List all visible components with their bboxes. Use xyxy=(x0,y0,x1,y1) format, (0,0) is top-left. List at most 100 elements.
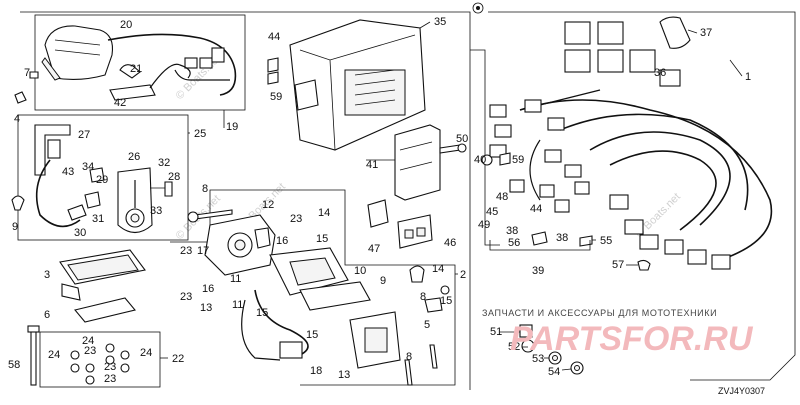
callout-33: 33 xyxy=(150,205,162,217)
callout-34: 34 xyxy=(82,161,94,173)
callout-8: 8 xyxy=(406,351,412,363)
callout-16: 16 xyxy=(276,235,288,247)
callout-43: 43 xyxy=(62,166,74,178)
callout-14: 14 xyxy=(318,207,330,219)
group-2 xyxy=(170,189,456,386)
callout-23: 23 xyxy=(104,361,116,373)
callout-23: 23 xyxy=(104,373,116,385)
callout-59: 59 xyxy=(270,91,282,103)
callout-55: 55 xyxy=(600,235,612,247)
callout-54: 54 xyxy=(548,366,560,378)
callout-59: 59 xyxy=(512,154,524,166)
callout-57: 57 xyxy=(612,259,624,271)
group-19 xyxy=(34,14,246,111)
callout-38: 38 xyxy=(556,232,568,244)
callout-44: 44 xyxy=(268,31,280,43)
callout-5: 5 xyxy=(424,319,430,331)
callout-29: 29 xyxy=(96,174,108,186)
callout-12: 12 xyxy=(262,199,274,211)
diagram-code: ZVJ4Y0307 xyxy=(718,386,765,396)
callout-56: 56 xyxy=(508,237,520,249)
callout-49: 49 xyxy=(478,219,490,231)
callout-50: 50 xyxy=(456,133,468,145)
group-25 xyxy=(17,114,189,241)
callout-4: 4 xyxy=(14,113,20,125)
callout-27: 27 xyxy=(78,129,90,141)
callout-36: 36 xyxy=(654,67,666,79)
callout-9: 9 xyxy=(12,221,18,233)
callout-39: 39 xyxy=(532,265,544,277)
box-35 xyxy=(289,19,426,151)
bolt-7-clip-4 xyxy=(14,71,39,104)
callout-24: 24 xyxy=(82,335,94,347)
callout-23: 23 xyxy=(84,345,96,357)
callout-23: 23 xyxy=(180,245,192,257)
callout-21: 21 xyxy=(130,63,142,75)
callout-41: 41 xyxy=(366,159,378,171)
logo-text: PARTSFOR.RU xyxy=(510,320,754,358)
callout-3: 3 xyxy=(44,269,50,281)
callout-42: 42 xyxy=(114,97,126,109)
callout-58: 58 xyxy=(8,359,20,371)
callout-37: 37 xyxy=(700,27,712,39)
callout-labels: 1 2 3 4 5 6 7 8 8 8 9 9 10 11 11 12 13 1… xyxy=(8,16,751,385)
callout-10: 10 xyxy=(354,265,366,277)
callout-48: 48 xyxy=(496,191,508,203)
callout-20: 20 xyxy=(120,19,132,31)
callout-40: 40 xyxy=(474,154,486,166)
callout-9: 9 xyxy=(380,275,386,287)
callout-24: 24 xyxy=(140,347,152,359)
branding: ЗАПЧАСТИ И АКСЕССУАРЫ ДЛЯ МОТОТЕХНИКИ PA… xyxy=(482,308,754,358)
callout-32: 32 xyxy=(158,157,170,169)
callout-19: 19 xyxy=(226,121,238,133)
outer-frame xyxy=(20,2,796,390)
callout-11: 11 xyxy=(230,273,241,285)
callout-16: 16 xyxy=(202,283,214,295)
callout-24: 24 xyxy=(48,349,60,361)
callout-51: 51 xyxy=(490,326,502,338)
callout-22: 22 xyxy=(172,353,184,365)
callout-38: 38 xyxy=(506,225,518,237)
callout-52: 52 xyxy=(508,341,520,353)
callout-18: 18 xyxy=(310,365,322,377)
callout-31: 31 xyxy=(92,213,104,225)
callout-15: 15 xyxy=(306,329,318,341)
callout-28: 28 xyxy=(168,171,180,183)
parts-46-47 xyxy=(367,199,433,249)
group-22 xyxy=(39,331,161,388)
callout-35: 35 xyxy=(434,16,446,28)
callout-45: 45 xyxy=(486,206,498,218)
callout-47: 47 xyxy=(368,243,380,255)
hardware-51-54 xyxy=(519,324,584,375)
banner-text: ЗАПЧАСТИ И АКСЕССУАРЫ ДЛЯ МОТОТЕХНИКИ xyxy=(482,308,717,318)
callout-17: 17 xyxy=(197,245,209,257)
callout-15: 15 xyxy=(256,307,268,319)
callout-2: 2 xyxy=(460,269,466,281)
callout-13: 13 xyxy=(338,369,350,381)
callout-11: 11 xyxy=(232,299,243,311)
callout-14: 14 xyxy=(432,263,444,275)
callout-15: 15 xyxy=(316,233,328,245)
callout-30: 30 xyxy=(74,227,86,239)
callout-13: 13 xyxy=(200,302,212,314)
callout-25: 25 xyxy=(194,128,206,140)
callout-6: 6 xyxy=(44,309,50,321)
clips-44-59 xyxy=(267,57,279,85)
clip-9-left xyxy=(11,195,25,211)
callout-26: 26 xyxy=(128,151,140,163)
bolt-58 xyxy=(27,325,40,386)
module-41 xyxy=(394,124,467,201)
callout-15: 15 xyxy=(440,295,452,307)
callout-23: 23 xyxy=(290,213,302,225)
leader-lines xyxy=(160,21,743,371)
callout-8: 8 xyxy=(420,291,426,303)
panel-3-6 xyxy=(59,249,146,323)
callout-46: 46 xyxy=(444,237,456,249)
callout-1: 1 xyxy=(745,71,751,83)
harness-1 xyxy=(470,16,773,271)
bracket-39 xyxy=(489,240,591,251)
callout-53: 53 xyxy=(532,353,544,365)
callout-8: 8 xyxy=(202,183,208,195)
